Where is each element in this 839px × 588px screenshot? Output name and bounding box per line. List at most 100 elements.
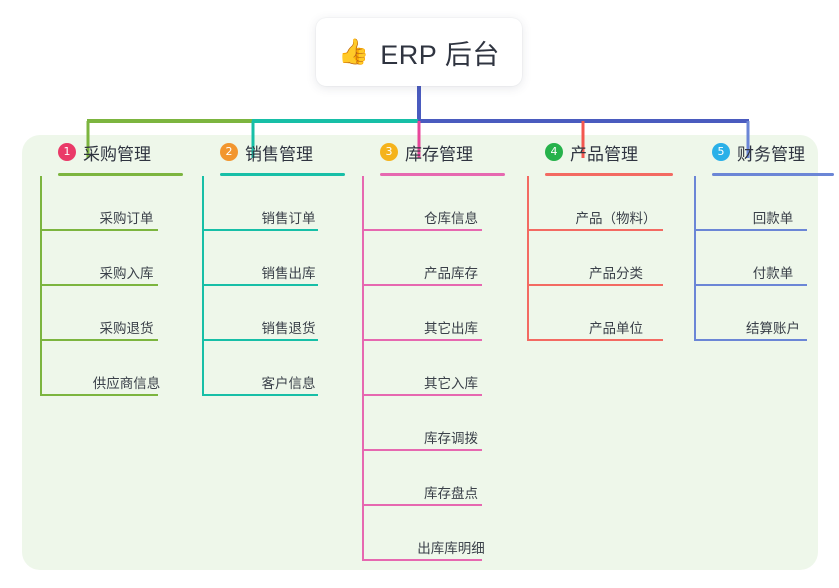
branch-item-label: 结算账户 bbox=[746, 321, 800, 336]
branch-header-5[interactable]: 5 财务管理 bbox=[694, 135, 834, 169]
branch-item-label: 产品单位 bbox=[589, 321, 643, 336]
branch-title: 产品管理 bbox=[570, 144, 638, 164]
branch-item-list: 销售订单销售出库销售退货客户信息 bbox=[202, 176, 357, 396]
branch-spine bbox=[202, 176, 204, 396]
branch-spine bbox=[694, 176, 696, 341]
branch-item[interactable]: 销售订单 bbox=[202, 176, 357, 231]
branch-header-1[interactable]: 1 采购管理 bbox=[40, 135, 195, 169]
branch-item-rule bbox=[362, 339, 482, 341]
branch-item-rule bbox=[202, 394, 318, 396]
branch-item-rule bbox=[527, 284, 663, 286]
branch-item-list: 仓库信息产品库存其它出库其它入库库存调拨库存盘点出库库明细 bbox=[362, 176, 522, 561]
branch-column-1: 1 采购管理采购订单采购入库采购退货供应商信息 bbox=[40, 135, 195, 396]
branch-header-rule bbox=[380, 173, 505, 176]
branch-item[interactable]: 其它入库 bbox=[362, 341, 522, 396]
branch-item-rule bbox=[40, 284, 158, 286]
branch-item[interactable]: 销售退货 bbox=[202, 286, 357, 341]
branch-item[interactable]: 付款单 bbox=[694, 231, 834, 286]
branch-item[interactable]: 供应商信息 bbox=[40, 341, 195, 396]
branch-number-badge: 5 bbox=[712, 143, 730, 161]
branch-item[interactable]: 回款单 bbox=[694, 176, 834, 231]
branch-item[interactable]: 其它出库 bbox=[362, 286, 522, 341]
branch-title: 销售管理 bbox=[245, 144, 313, 164]
branch-item-label: 采购订单 bbox=[99, 211, 154, 226]
branch-item-label: 出库库明细 bbox=[417, 541, 485, 556]
branch-item-rule bbox=[694, 284, 807, 286]
branch-item-rule bbox=[202, 284, 318, 286]
branch-item-label: 产品库存 bbox=[424, 266, 478, 281]
branch-item[interactable]: 客户信息 bbox=[202, 341, 357, 396]
branch-item-rule bbox=[527, 229, 663, 231]
branch-item[interactable]: 产品（物料） bbox=[527, 176, 687, 231]
branch-title: 财务管理 bbox=[737, 144, 805, 164]
branch-header-rule bbox=[545, 173, 673, 176]
branch-item-label: 付款单 bbox=[752, 266, 794, 281]
branch-item[interactable]: 库存调拨 bbox=[362, 396, 522, 451]
branch-item-label: 销售出库 bbox=[261, 266, 316, 281]
branch-columns: 1 采购管理采购订单采购入库采购退货供应商信息 2 销售管理销售订单销售出库销售退货客… bbox=[22, 135, 834, 570]
branch-item[interactable]: 产品单位 bbox=[527, 286, 687, 341]
branch-item-rule bbox=[362, 229, 482, 231]
branch-item-rule bbox=[40, 229, 158, 231]
branch-item[interactable]: 采购订单 bbox=[40, 176, 195, 231]
branch-title: 采购管理 bbox=[83, 144, 151, 164]
branch-item-label: 回款单 bbox=[752, 211, 794, 226]
branch-item-list: 产品（物料） 产品分类产品单位 bbox=[527, 176, 687, 341]
branch-number-badge: 2 bbox=[220, 143, 238, 161]
branch-item[interactable]: 采购退货 bbox=[40, 286, 195, 341]
branch-item[interactable]: 采购入库 bbox=[40, 231, 195, 286]
branch-item-rule bbox=[362, 504, 482, 506]
branch-header-2[interactable]: 2 销售管理 bbox=[202, 135, 357, 169]
branch-item-list: 回款单付款单结算账户 bbox=[694, 176, 834, 341]
root-node-title: ERP 后台 bbox=[380, 39, 500, 70]
root-node-card[interactable]: 👍 ERP 后台 bbox=[316, 18, 522, 86]
branch-number-badge: 4 bbox=[545, 143, 563, 161]
branch-item-label: 其它入库 bbox=[424, 376, 478, 391]
branch-item-rule bbox=[40, 339, 158, 341]
branch-spine bbox=[362, 176, 364, 561]
branch-item-label: 销售订单 bbox=[261, 211, 316, 226]
branch-item[interactable]: 出库库明细 bbox=[362, 506, 522, 561]
branch-spine bbox=[527, 176, 529, 341]
branch-header-rule bbox=[712, 173, 834, 176]
branch-item[interactable]: 库存盘点 bbox=[362, 451, 522, 506]
branch-item-rule bbox=[40, 394, 158, 396]
branch-header-rule bbox=[220, 173, 345, 176]
branch-item[interactable]: 销售出库 bbox=[202, 231, 357, 286]
branch-title: 库存管理 bbox=[405, 144, 473, 164]
branch-item-label: 销售退货 bbox=[261, 321, 316, 336]
branch-item-label: 其它出库 bbox=[424, 321, 478, 336]
branch-item-label: 供应商信息 bbox=[92, 376, 161, 391]
branch-item-rule bbox=[362, 559, 482, 561]
branch-column-5: 5 财务管理回款单付款单结算账户 bbox=[694, 135, 834, 341]
branch-spine bbox=[40, 176, 42, 396]
branch-column-2: 2 销售管理销售订单销售出库销售退货客户信息 bbox=[202, 135, 357, 396]
branch-item-rule bbox=[527, 339, 663, 341]
branch-item-rule bbox=[202, 339, 318, 341]
branch-header-4[interactable]: 4 产品管理 bbox=[527, 135, 687, 169]
branch-header-rule bbox=[58, 173, 183, 176]
branch-item-label: 客户信息 bbox=[261, 376, 316, 391]
branch-item-label: 产品（物料） bbox=[575, 211, 657, 226]
branch-number-badge: 1 bbox=[58, 143, 76, 161]
branch-item[interactable]: 仓库信息 bbox=[362, 176, 522, 231]
branch-item-label: 仓库信息 bbox=[424, 211, 478, 226]
branch-item-label: 产品分类 bbox=[589, 266, 643, 281]
branch-item-label: 采购入库 bbox=[99, 266, 154, 281]
branch-item-rule bbox=[694, 339, 807, 341]
branch-column-4: 4 产品管理产品（物料） 产品分类产品单位 bbox=[527, 135, 687, 341]
branch-item-rule bbox=[362, 284, 482, 286]
branch-item[interactable]: 产品库存 bbox=[362, 231, 522, 286]
thumbs-up-icon: 👍 bbox=[338, 37, 370, 66]
branch-item[interactable]: 结算账户 bbox=[694, 286, 834, 341]
diagram-panel bbox=[22, 135, 818, 570]
branch-item-rule bbox=[362, 449, 482, 451]
branch-item-rule bbox=[362, 394, 482, 396]
branch-item-rule bbox=[694, 229, 807, 231]
branch-item[interactable]: 产品分类 bbox=[527, 231, 687, 286]
branch-item-label: 库存调拨 bbox=[424, 431, 478, 446]
